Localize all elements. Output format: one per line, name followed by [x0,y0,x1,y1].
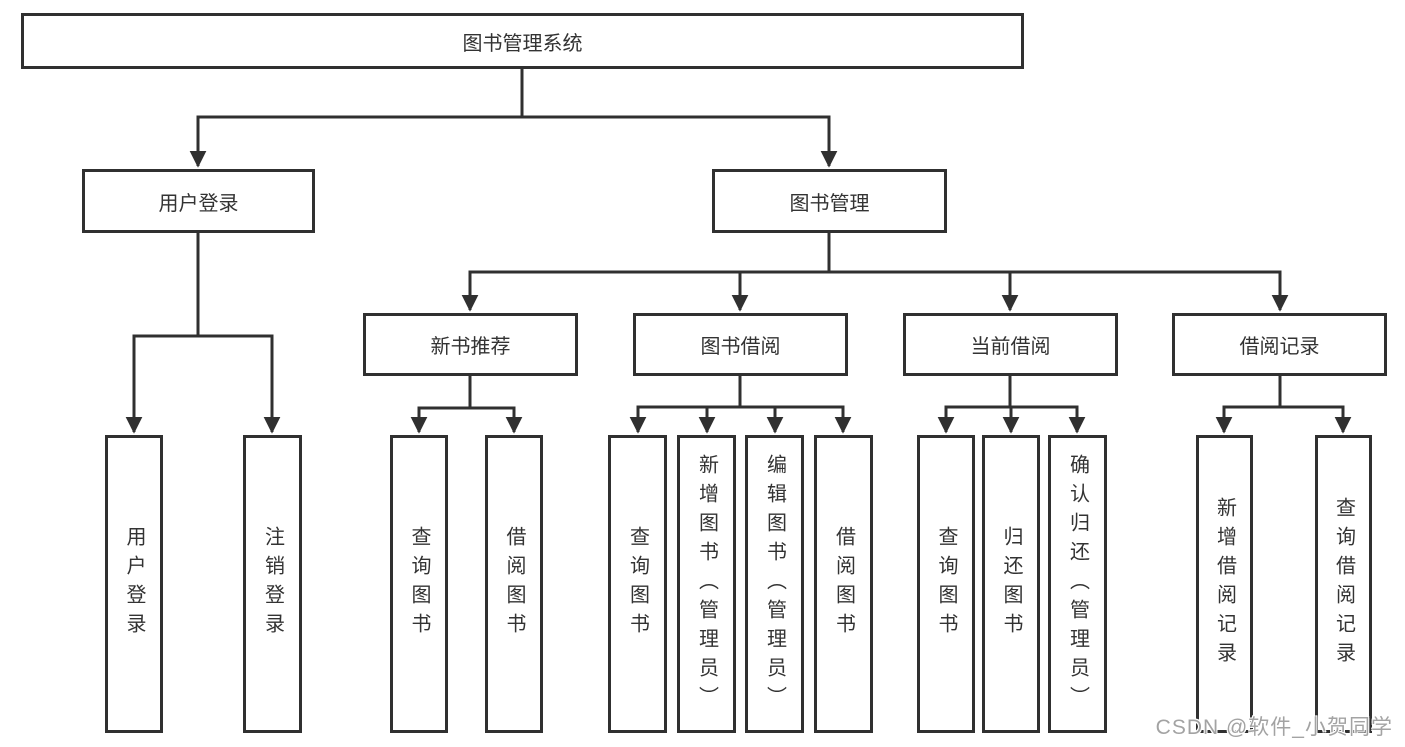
edge-newbook-children [410,406,523,434]
leaf-query-book-2: 查询图书 [608,435,667,733]
node-user-login-label: 用户登录 [158,192,239,215]
node-book-borrow: 图书借阅 [633,313,848,376]
leaf-borrow-book-2-label: 借阅图书 [832,526,855,642]
node-borrow-record-label: 借阅记录 [1239,336,1320,358]
node-user-login: 用户登录 [82,169,315,233]
node-book-management: 图书管理 [712,169,947,233]
leaf-return-book: 归还图书 [982,435,1040,733]
edge-userlogin-children [125,334,281,434]
node-root: 图书管理系统 [21,13,1024,69]
leaf-add-borrow-record-label: 新增借阅记录 [1213,497,1236,671]
leaf-confirm-return-admin-label: 确认归还（管理员） [1066,453,1089,715]
leaf-query-book-1-label: 查询图书 [408,526,430,642]
node-current-borrow: 当前借阅 [903,313,1118,376]
csdn-watermark: CSDN @软件_小贺同学 [1155,716,1393,739]
leaf-query-book-3: 查询图书 [917,435,975,733]
leaf-add-book-admin: 新增图书（管理员） [677,435,736,733]
leaf-add-book-admin-label: 新增图书（管理员） [695,453,718,715]
leaf-query-book-1: 查询图书 [390,435,448,733]
node-root-label: 图书管理系统 [462,32,583,55]
leaf-edit-book-admin: 编辑图书（管理员） [745,435,804,733]
edge-borrowrecord-children [1215,405,1352,434]
leaf-return-book-label: 归还图书 [1000,526,1022,642]
edge-bookborrow-outer [629,405,852,434]
node-borrow-record: 借阅记录 [1172,313,1387,376]
leaf-borrow-book-1: 借阅图书 [485,435,543,733]
leaf-query-book-2-label: 查询图书 [626,526,649,642]
edge-root-to-level2 [189,115,838,168]
edge-bookmgmt-outer [461,270,1289,312]
leaf-logout-label: 注销登录 [261,526,284,642]
leaf-query-borrow-record-label: 查询借阅记录 [1332,497,1355,671]
leaf-query-borrow-record: 查询借阅记录 [1315,435,1372,733]
leaf-borrow-book-1-label: 借阅图书 [503,526,525,642]
leaf-add-borrow-record: 新增借阅记录 [1196,435,1253,733]
leaf-query-book-3-label: 查询图书 [935,526,957,642]
node-book-borrow-label: 图书借阅 [700,336,781,358]
node-book-management-label: 图书管理 [789,192,870,215]
leaf-edit-book-admin-label: 编辑图书（管理员） [763,453,786,715]
leaf-user-login-label: 用户登录 [123,526,145,642]
leaf-borrow-book-2: 借阅图书 [814,435,873,733]
node-current-borrow-label: 当前借阅 [970,336,1051,358]
node-new-book-recommend-label: 新书推荐 [430,336,511,358]
node-new-book-recommend: 新书推荐 [363,313,578,376]
leaf-confirm-return-admin: 确认归还（管理员） [1048,435,1107,733]
leaf-user-login: 用户登录 [105,435,163,733]
leaf-logout: 注销登录 [243,435,302,733]
